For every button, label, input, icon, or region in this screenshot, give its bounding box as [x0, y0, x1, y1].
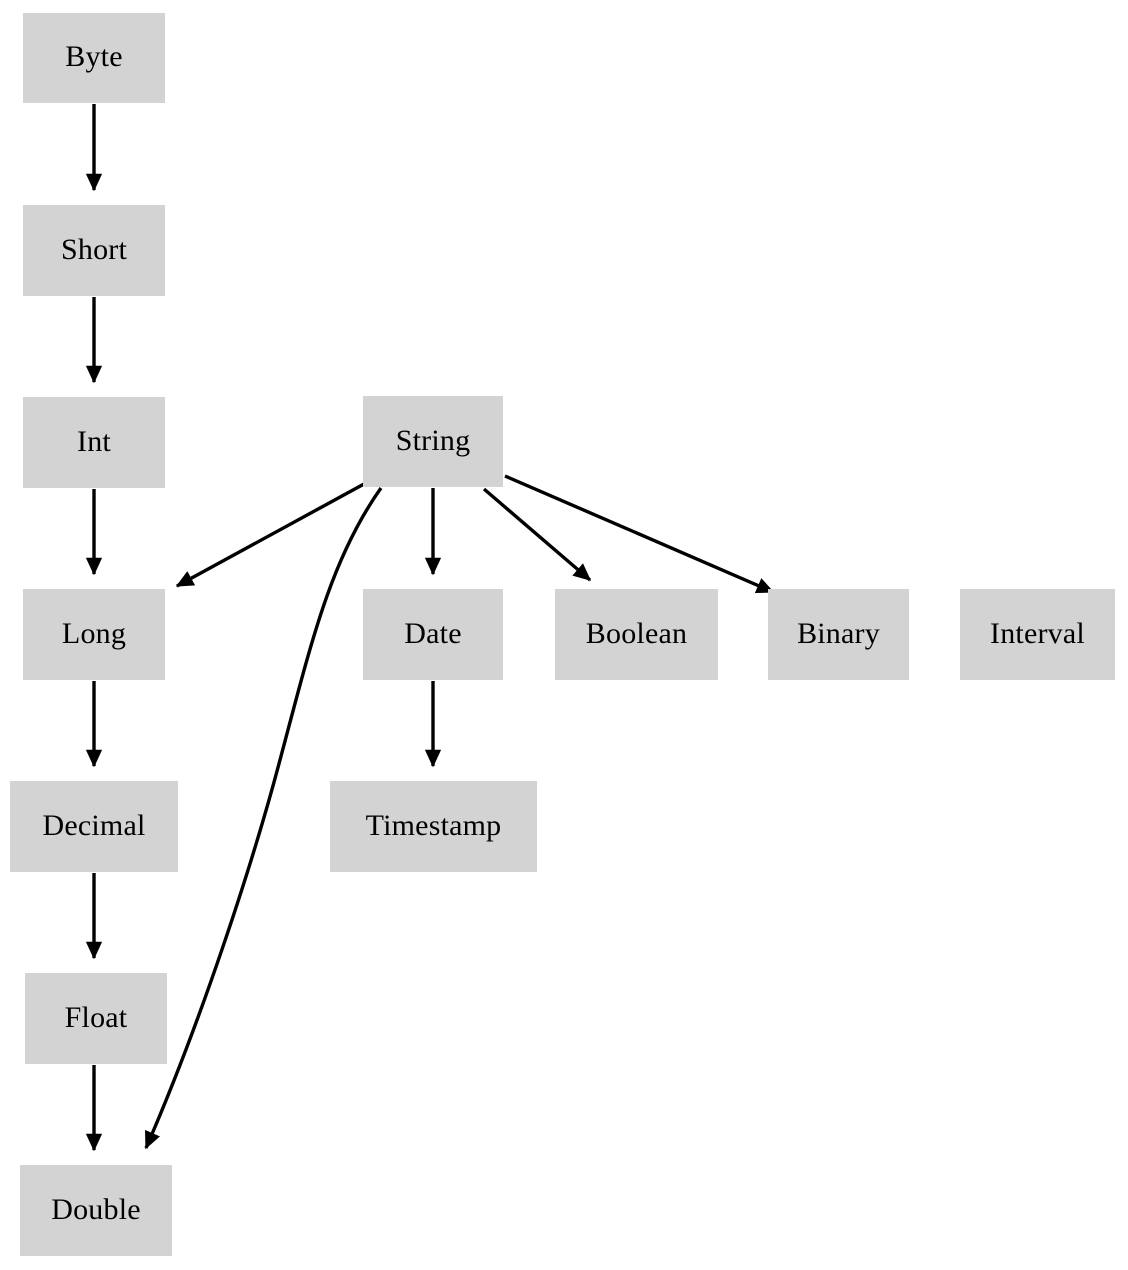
node-byte[interactable]: Byte	[23, 13, 165, 103]
node-date[interactable]: Date	[363, 589, 503, 680]
edge-string-binary	[504, 474, 775, 594]
node-float-label: Float	[64, 1000, 128, 1034]
edge-string-long	[175, 482, 365, 588]
node-short-label: Short	[60, 232, 127, 266]
node-long[interactable]: Long	[23, 589, 165, 680]
node-decimal-label: Decimal	[42, 808, 146, 842]
node-decimal[interactable]: Decimal	[10, 781, 178, 872]
node-float[interactable]: Float	[25, 973, 167, 1064]
node-short[interactable]: Short	[23, 205, 165, 296]
node-string[interactable]: String	[363, 396, 503, 487]
node-binary[interactable]: Binary	[768, 589, 909, 680]
node-timestamp-label: Timestamp	[365, 808, 502, 842]
node-binary-label: Binary	[797, 616, 880, 650]
node-boolean-label: Boolean	[585, 616, 688, 650]
node-int[interactable]: Int	[23, 397, 165, 488]
node-interval-label: Interval	[990, 616, 1085, 650]
node-interval[interactable]: Interval	[960, 589, 1115, 680]
edge-string-boolean	[482, 487, 592, 582]
node-timestamp[interactable]: Timestamp	[330, 781, 537, 872]
node-date-label: Date	[404, 616, 462, 650]
node-string-label: String	[395, 423, 471, 457]
node-double[interactable]: Double	[20, 1165, 172, 1256]
node-double-label: Double	[51, 1192, 141, 1226]
node-boolean[interactable]: Boolean	[555, 589, 718, 680]
node-byte-label: Byte	[65, 40, 123, 73]
node-long-label: Long	[61, 616, 127, 650]
node-int-label: Int	[77, 424, 111, 458]
